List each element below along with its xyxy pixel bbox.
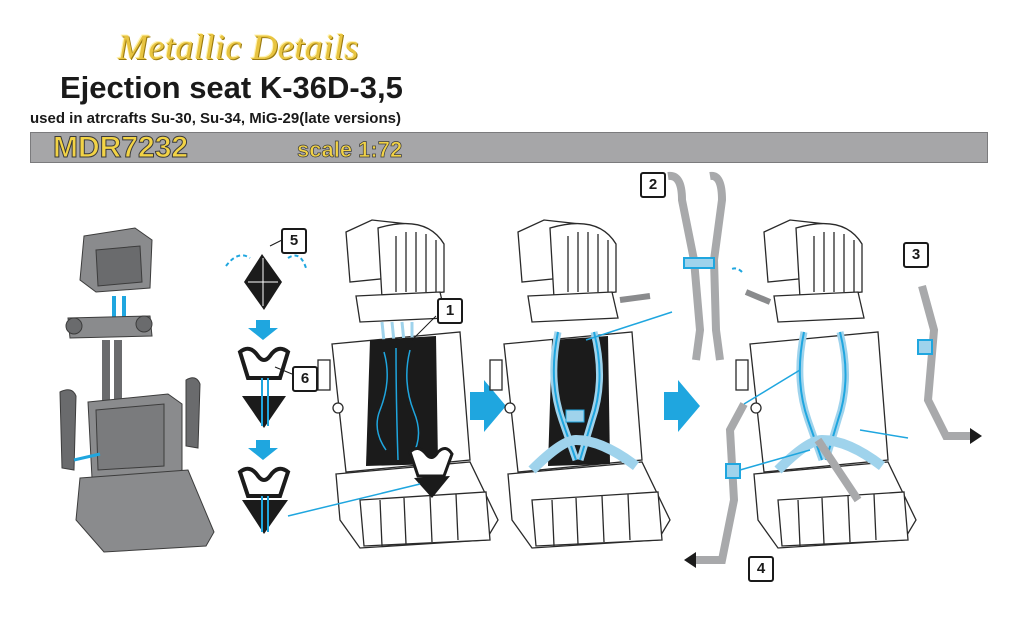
harness-part-2	[585, 171, 772, 361]
product-code: MDR7232	[52, 131, 189, 165]
page-title: Ejection seat K-36D-3,5	[60, 70, 403, 105]
harness-part-3	[859, 284, 982, 444]
callout-4: 4	[748, 556, 774, 582]
exploded-seat-view	[59, 227, 215, 553]
parts-5-6-sequence	[225, 239, 307, 534]
callout-6: 6	[292, 366, 318, 392]
callout-5: 5	[281, 228, 307, 254]
callout-3: 3	[903, 242, 929, 268]
callout-2: 2	[640, 172, 666, 198]
brand-logo: Metallic Details	[118, 27, 359, 67]
header-bar: MDR7232 scale 1:72	[30, 131, 988, 165]
callout-1: 1	[437, 298, 463, 324]
page-subtitle: used in atrcrafts Su-30, Su-34, MiG-29(l…	[30, 110, 401, 127]
step-arrow-2	[664, 380, 700, 432]
seat-step-2	[489, 219, 671, 549]
seat-step-1	[287, 315, 454, 517]
scale-label: scale 1:72	[297, 137, 403, 163]
step-arrow-1	[470, 380, 506, 432]
seat-step-3	[735, 219, 917, 549]
harness-part-4	[684, 369, 811, 568]
